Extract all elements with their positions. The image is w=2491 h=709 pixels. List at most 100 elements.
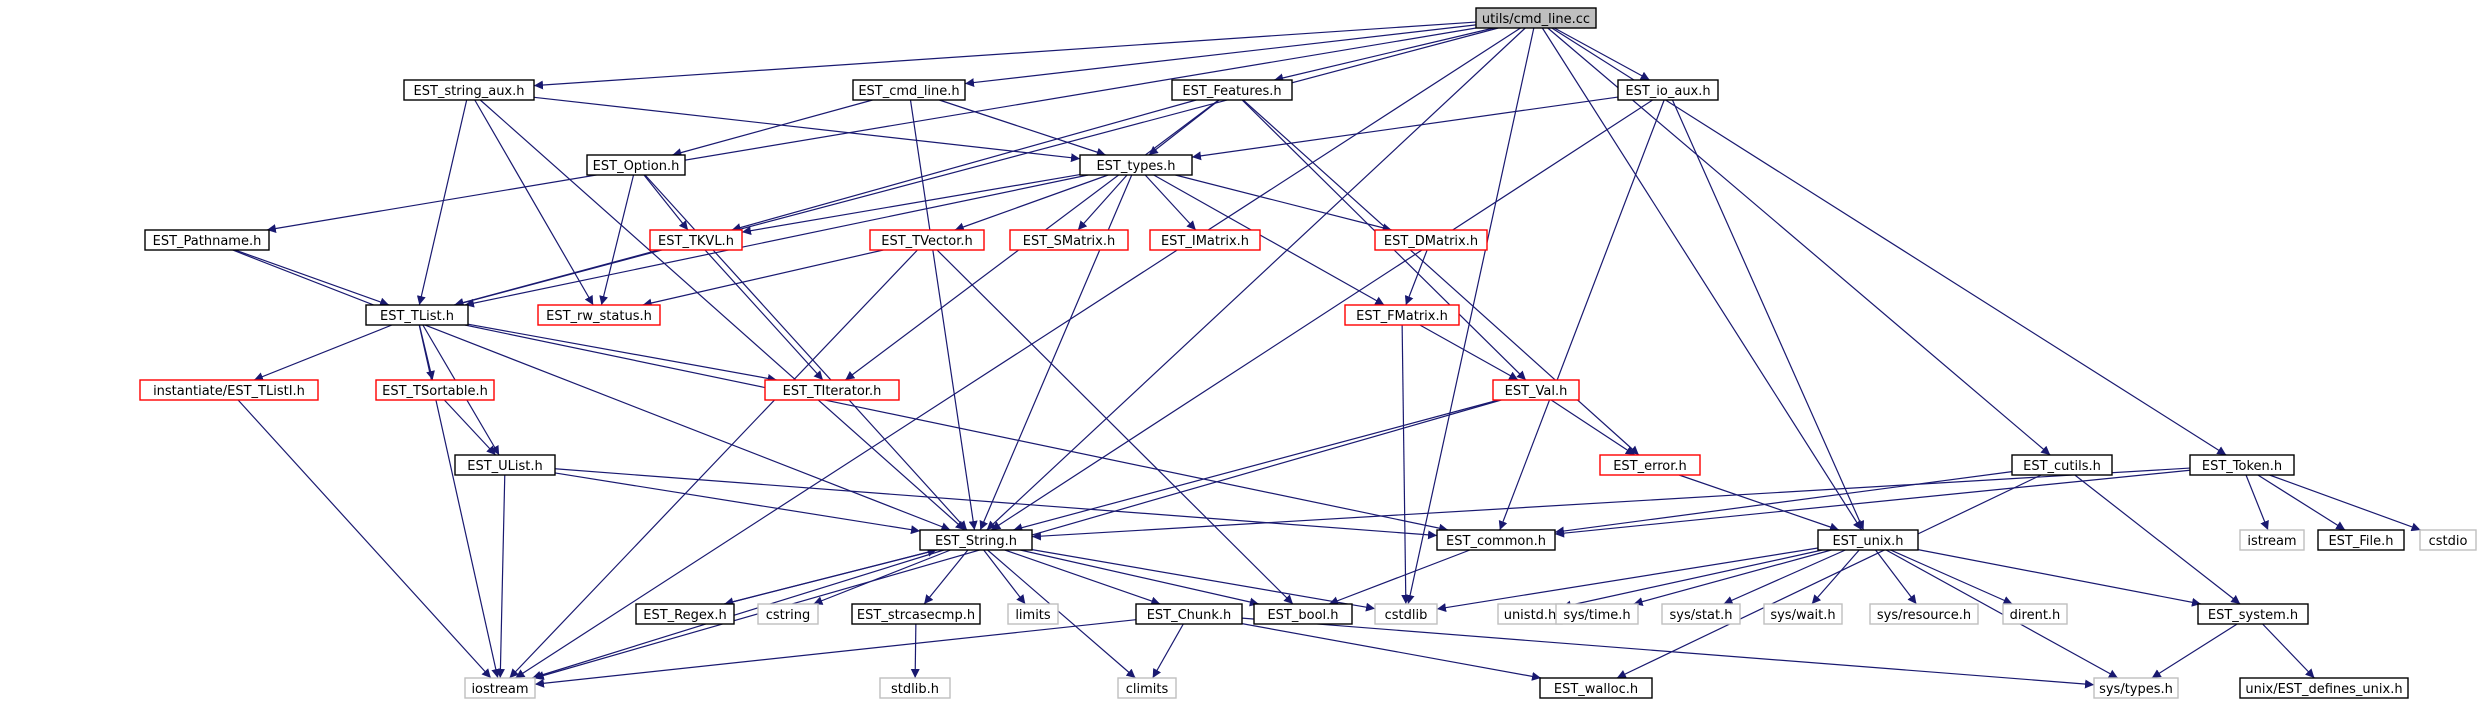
edge-string-to-chunk <box>1004 549 1161 606</box>
node-box[interactable] <box>1171 79 1293 101</box>
node-box[interactable] <box>2189 454 2295 476</box>
node-cmd-line[interactable]: EST_cmd_line.h <box>852 79 966 101</box>
node-box[interactable] <box>454 454 556 476</box>
node-ulist[interactable]: EST_UList.h <box>454 454 556 476</box>
node-box[interactable] <box>764 379 900 401</box>
edge-cutils-to-walloc <box>1616 474 2042 679</box>
node-box <box>1117 677 1177 699</box>
node-box[interactable] <box>1079 154 1193 176</box>
node-box[interactable] <box>2317 529 2405 551</box>
node-tvector[interactable]: EST_TVector.h <box>869 229 985 251</box>
node-label: EST_UList.h <box>467 459 543 474</box>
node-box[interactable] <box>919 529 1033 551</box>
node-label: sys/resource.h <box>1877 608 1971 623</box>
node-dmatrix[interactable]: EST_DMatrix.h <box>1374 229 1488 251</box>
node-inst-tlisti[interactable]: instantiate/EST_TListI.h <box>139 379 319 401</box>
node-titerator[interactable]: EST_TIterator.h <box>764 379 900 401</box>
edge-tvector-to-bool <box>936 249 1294 605</box>
edge-unix-to-systypes <box>1885 549 2119 679</box>
node-label: EST_TIterator.h <box>783 384 882 399</box>
node-box[interactable] <box>2239 677 2409 699</box>
node-box[interactable] <box>1344 304 1460 326</box>
node-common[interactable]: EST_common.h <box>1436 529 1556 551</box>
node-token[interactable]: EST_Token.h <box>2189 454 2295 476</box>
node-cutils[interactable]: EST_cutils.h <box>2011 454 2113 476</box>
edge-ulist-to-string <box>554 472 921 535</box>
node-box[interactable] <box>1617 79 1719 101</box>
node-box[interactable] <box>2011 454 2113 476</box>
node-box[interactable] <box>144 229 270 251</box>
node-types[interactable]: EST_types.h <box>1079 154 1193 176</box>
node-file[interactable]: EST_File.h <box>2317 529 2405 551</box>
node-box[interactable] <box>1817 529 1919 551</box>
node-val[interactable]: EST_Val.h <box>1492 379 1580 401</box>
node-box <box>2419 529 2477 551</box>
node-bool[interactable]: EST_bool.h <box>1253 603 1353 625</box>
node-label: EST_Features.h <box>1182 84 1281 99</box>
edge-token-to-istream <box>2245 474 2269 531</box>
node-tkvl[interactable]: EST_TKVL.h <box>649 229 743 251</box>
edge-regex-to-string <box>724 547 937 605</box>
node-box[interactable] <box>1492 379 1580 401</box>
node-tlist[interactable]: EST_TList.h <box>365 304 469 326</box>
node-box[interactable] <box>1539 677 1653 699</box>
node-walloc[interactable]: EST_walloc.h <box>1539 677 1653 699</box>
node-box[interactable] <box>139 379 319 401</box>
node-rw-status[interactable]: EST_rw_status.h <box>537 304 661 326</box>
node-box[interactable] <box>1149 229 1261 251</box>
node-pathname[interactable]: EST_Pathname.h <box>144 229 270 251</box>
node-box[interactable] <box>2197 603 2309 625</box>
node-chunk[interactable]: EST_Chunk.h <box>1135 603 1243 625</box>
node-box[interactable] <box>1135 603 1243 625</box>
node-smatrix[interactable]: EST_SMatrix.h <box>1009 229 1129 251</box>
node-box[interactable] <box>365 304 469 326</box>
node-box[interactable] <box>1475 7 1597 29</box>
node-fmatrix[interactable]: EST_FMatrix.h <box>1344 304 1460 326</box>
node-imatrix[interactable]: EST_IMatrix.h <box>1149 229 1261 251</box>
node-box[interactable] <box>1009 229 1129 251</box>
edge-unix-to-system <box>1917 549 2202 607</box>
edge-root-to-string_aux <box>533 21 1477 90</box>
node-box[interactable] <box>649 229 743 251</box>
node-label: EST_string_aux.h <box>414 84 525 99</box>
edge-chunk-to-iostream <box>534 619 1137 688</box>
edge-string-to-climits <box>987 549 1136 679</box>
node-root[interactable]: utils/cmd_line.cc <box>1475 7 1597 29</box>
node-label: EST_SMatrix.h <box>1023 234 1115 249</box>
node-error[interactable]: EST_error.h <box>1599 454 1701 476</box>
node-tsortable[interactable]: EST_TSortable.h <box>375 379 495 401</box>
node-label: sys/stat.h <box>1670 608 1733 623</box>
node-box[interactable] <box>403 79 535 101</box>
node-strcasecmp[interactable]: EST_strcasecmp.h <box>851 603 981 625</box>
node-box[interactable] <box>635 603 735 625</box>
node-io-aux[interactable]: EST_io_aux.h <box>1617 79 1719 101</box>
node-defines-unix[interactable]: unix/EST_defines_unix.h <box>2239 677 2409 699</box>
node-box[interactable] <box>1436 529 1556 551</box>
node-string-aux[interactable]: EST_string_aux.h <box>403 79 535 101</box>
node-string[interactable]: EST_String.h <box>919 529 1033 551</box>
node-box[interactable] <box>375 379 495 401</box>
edge-tlist-to-inst_tlisti <box>253 324 393 381</box>
node-box[interactable] <box>537 304 661 326</box>
node-box[interactable] <box>1253 603 1353 625</box>
node-label: dirent.h <box>2010 608 2061 623</box>
edge-ulist-to-common <box>554 468 1438 540</box>
node-option[interactable]: EST_Option.h <box>586 154 686 176</box>
node-box[interactable] <box>851 603 981 625</box>
node-label: EST_Val.h <box>1505 384 1568 399</box>
node-regex[interactable]: EST_Regex.h <box>635 603 735 625</box>
edge-string-to-iostream <box>531 549 945 680</box>
edge-val-to-string <box>1013 399 1499 533</box>
node-box[interactable] <box>869 229 985 251</box>
node-system[interactable]: EST_system.h <box>2197 603 2309 625</box>
node-box <box>2239 529 2305 551</box>
node-features[interactable]: EST_Features.h <box>1171 79 1293 101</box>
node-label: EST_TKVL.h <box>658 234 734 249</box>
node-box[interactable] <box>1599 454 1701 476</box>
node-unix[interactable]: EST_unix.h <box>1817 529 1919 551</box>
node-climits: climits <box>1117 677 1177 699</box>
node-box[interactable] <box>852 79 966 101</box>
node-box[interactable] <box>1374 229 1488 251</box>
node-box[interactable] <box>586 154 686 176</box>
